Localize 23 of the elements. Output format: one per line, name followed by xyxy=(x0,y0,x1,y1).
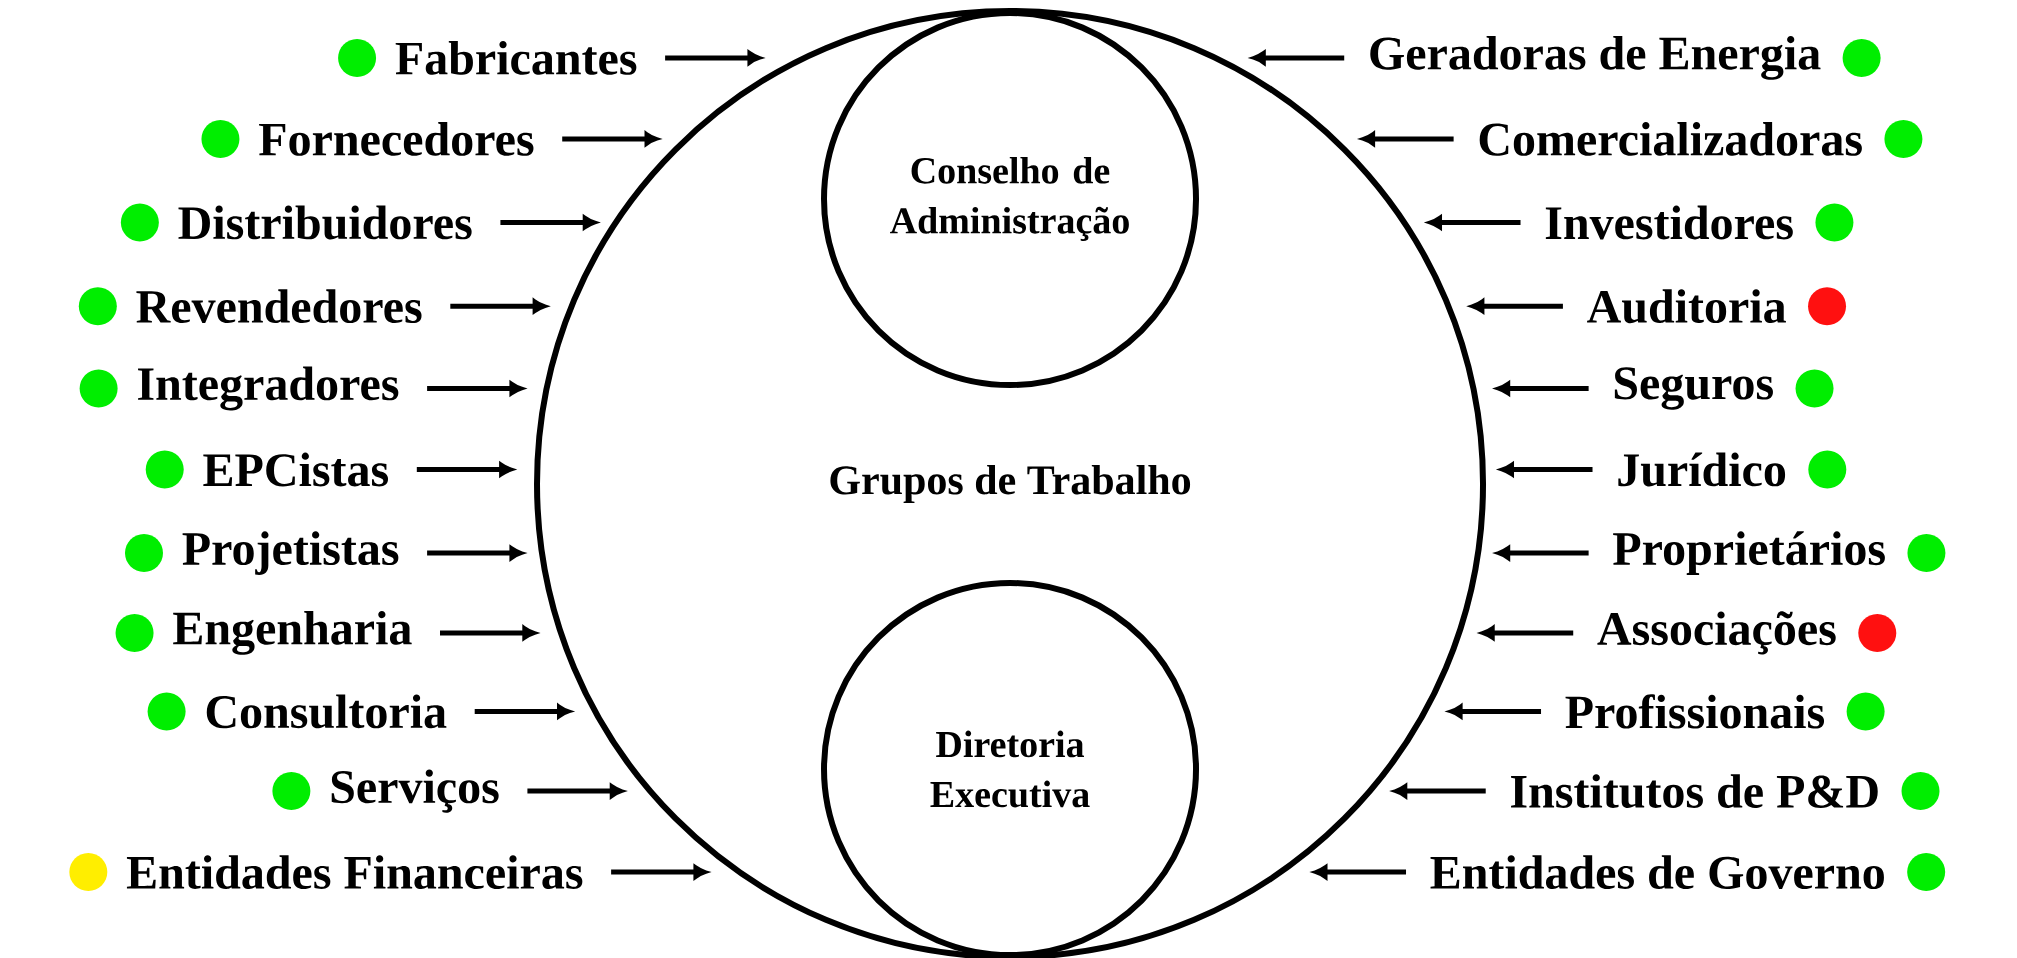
stakeholder-label: Distribuidores xyxy=(178,205,472,240)
stakeholder-label: Auditoria xyxy=(1587,289,1786,324)
stakeholder-label: Proprietários xyxy=(1613,531,1885,575)
stakeholder-label: Entidades de Governo xyxy=(1430,855,1884,889)
stakeholder-label: Profissionais xyxy=(1565,694,1825,729)
stakeholder-label: Jurídico xyxy=(1618,452,1786,487)
stakeholder-label: Serviços xyxy=(331,769,499,813)
stakeholder-label: Geradoras de Energia xyxy=(1370,35,1821,80)
stakeholder-label: Integradores xyxy=(138,366,399,411)
stakeholder-label: EPCistas xyxy=(203,452,389,487)
stakeholder-label: Investidores xyxy=(1545,205,1793,240)
stakeholder-label: Institutos de P&D xyxy=(1511,774,1878,809)
stakeholder-label: Entidades Financeiras xyxy=(126,855,583,889)
stakeholder-label: Associações xyxy=(1597,611,1836,655)
stakeholder-label: Seguros xyxy=(1614,367,1773,410)
arrow xyxy=(1251,50,1345,65)
stakeholder-label: Fornecedores xyxy=(259,122,534,156)
stakeholder-label: Engenharia xyxy=(173,610,412,655)
stakeholder-label: Revendedores xyxy=(136,289,422,324)
stakeholder-label: Comercializadoras xyxy=(1479,122,1862,156)
stakeholder-label: Fabricantes xyxy=(395,41,637,75)
stakeholder-label: Consultoria xyxy=(206,694,447,729)
stakeholder-label: Projetistas xyxy=(182,531,399,575)
